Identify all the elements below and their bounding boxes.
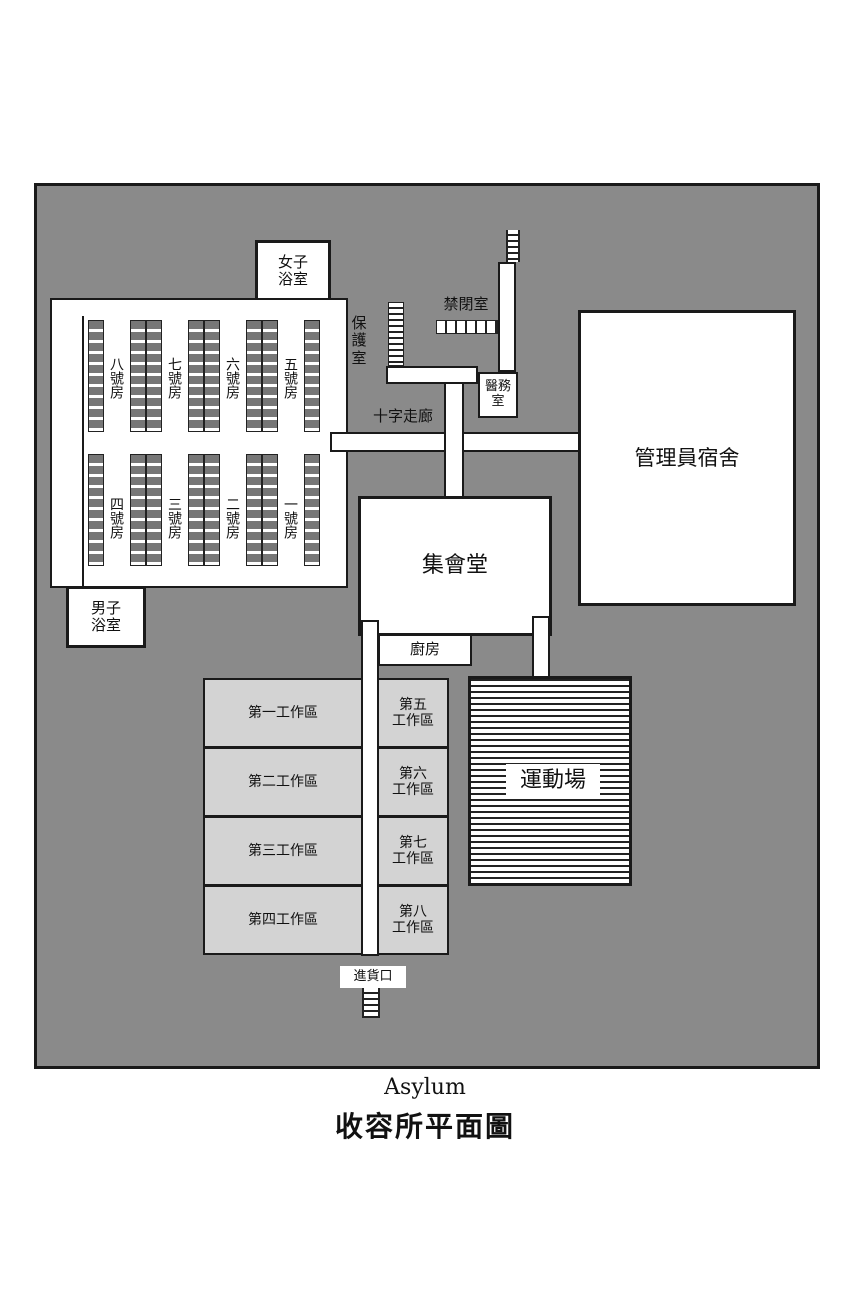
cross-corridor-label: 十字走廊: [372, 407, 433, 426]
cell-block-center-corridor: [84, 436, 332, 450]
women-bath-room: 女子 浴室: [255, 240, 331, 302]
protection-room-cells: [388, 302, 404, 366]
assembly-hall-label: 集會堂: [421, 553, 488, 579]
men-bath-room: 男子 浴室: [66, 586, 146, 648]
medical-room: 醫務 室: [478, 372, 518, 418]
confinement-room-cells: [436, 320, 498, 334]
workshop-label: 第三工作區: [248, 842, 318, 859]
confinement-corridor: [498, 262, 516, 372]
medical-room-label: 醫務 室: [484, 379, 511, 409]
cell-label: 七號房: [166, 357, 183, 399]
sports-field-label: 運動場: [506, 764, 600, 798]
women-bath-label: 女子 浴室: [277, 252, 308, 288]
assembly-hall: 集會堂: [358, 496, 552, 636]
staff-dorm: 管理員宿舍: [578, 310, 796, 606]
protection-room-label: 保 護 室: [351, 314, 367, 367]
caption-chinese: 收容所平面圖: [334, 1110, 515, 1143]
workshop: [203, 885, 363, 955]
workshop: [377, 885, 449, 955]
workshop-label: 第一工作區: [248, 704, 318, 721]
workshop-label: 第六 工作區: [392, 765, 434, 798]
vertical-corridor-north: [444, 382, 464, 498]
men-bath-label: 男子 浴室: [90, 598, 121, 634]
workshop-corridor: [361, 620, 379, 956]
cell-label: 四號房: [108, 497, 125, 539]
staff-dorm-label: 管理員宿舍: [634, 445, 740, 470]
cell-label: 六號房: [224, 357, 241, 399]
cell-label: 五號房: [282, 357, 299, 399]
workshop-label: 第二工作區: [248, 773, 318, 790]
kitchen-label: 廚房: [409, 640, 440, 659]
workshop-label: 第五 工作區: [392, 696, 434, 729]
workshop: [203, 678, 363, 748]
workshop: [203, 747, 363, 817]
kitchen: 廚房: [378, 634, 472, 666]
protection-corridor: [386, 366, 478, 384]
caption-english: Asylum: [384, 1075, 466, 1100]
north-stairs: [506, 230, 520, 262]
loading-entrance-label: 進貨口: [340, 966, 406, 988]
cell-label: 一號房: [282, 497, 299, 539]
cell-block-left-corridor: [66, 316, 84, 586]
workshop-label: 第四工作區: [248, 911, 318, 928]
confinement-room-label: 禁閉室: [443, 295, 489, 314]
cell-label: 八號房: [108, 357, 125, 399]
workshop-label: 第七 工作區: [392, 834, 434, 867]
workshop-label: 第八 工作區: [392, 903, 434, 936]
cell-label: 二號房: [224, 497, 241, 539]
loading-stairs: [362, 988, 380, 1018]
cell-label: 三號房: [166, 497, 183, 539]
